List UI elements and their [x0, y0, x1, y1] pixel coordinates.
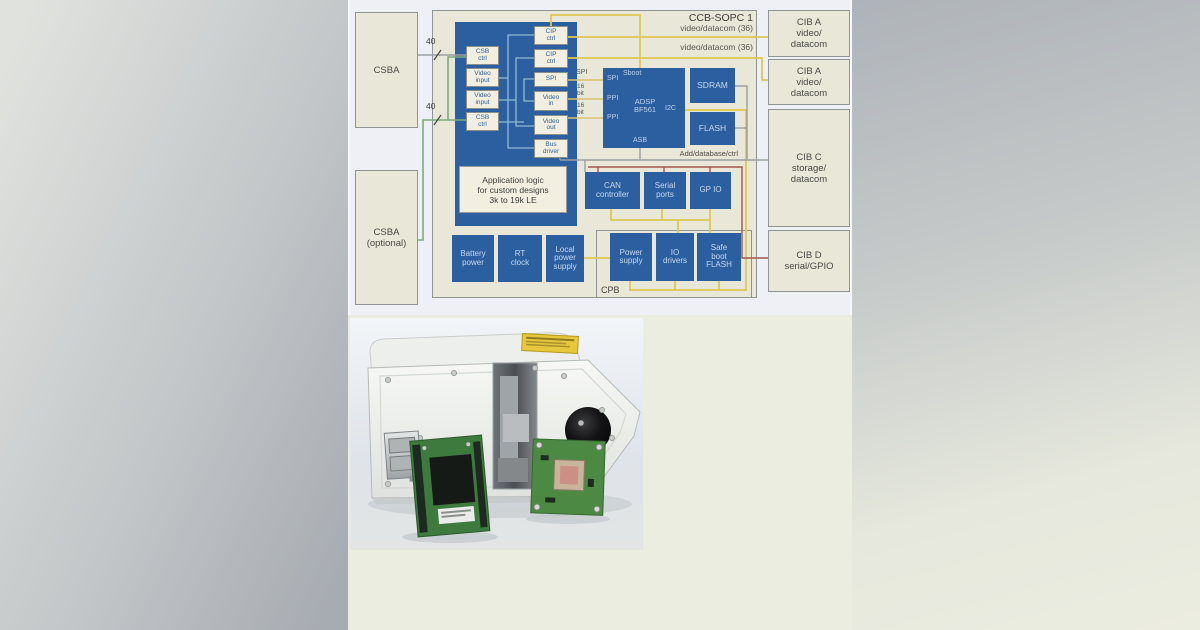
block-app-logic: Application logic for custom designs 3k … [459, 166, 567, 213]
block-flash-label: FLASH [698, 123, 727, 134]
port-video-input-1: Video input [466, 68, 499, 87]
addr-bus-label: Add/database/ctrl [679, 149, 738, 158]
right-gray-panel [852, 0, 1200, 630]
port-cip-ctrl-2: CIP ctrl [534, 49, 568, 68]
wire-video-yellow [550, 14, 768, 291]
video-bus-1-label: video/datacom (36) [680, 23, 753, 33]
block-safe-boot-flash: Safe boot FLASH [697, 233, 741, 281]
block-cib-d-label: CIB D serial/GPIO [784, 250, 834, 272]
port-label: CSB ctrl [475, 48, 490, 62]
block-cib-a1-label: CIB A video/ datacom [790, 17, 828, 50]
dsp-pin-ppi1: PPI [607, 95, 619, 102]
block-gpio-label: GP IO [699, 185, 722, 195]
pcb-right-shadow [526, 514, 610, 524]
block-adsp-bf561: SPI Sboot PPI PPI ADSP BF561 I2C ASB [603, 68, 685, 148]
block-csba-label: CSBA [373, 64, 400, 76]
product-photo [350, 318, 643, 550]
pin-16bit-a-label: 16 bit [577, 83, 585, 97]
block-cib-d: CIB D serial/GPIO [768, 230, 850, 292]
cpb-label: CPB [601, 285, 620, 295]
port-label: Video in [542, 93, 560, 107]
pin-spi-label: SPI [576, 69, 588, 76]
dsp-pin-sboot: Sboot [623, 70, 642, 77]
bus-width-bottom-label: 40 [426, 101, 436, 111]
dsp-pin-i2c: I2C [665, 105, 676, 112]
wires-layer [418, 14, 768, 291]
block-can-controller: CAN controller [585, 172, 640, 209]
port-cip-ctrl-1: CIP ctrl [534, 26, 568, 45]
dsp-pin-asb: ASB [633, 137, 648, 144]
port-label: CSB ctrl [475, 114, 490, 128]
bus-width-slashes [433, 49, 442, 126]
wire-internal-lightblue [499, 34, 534, 149]
block-localpower-label: Local power supply [553, 244, 577, 271]
block-diagram: CSBA CSBA (optional) CIB A video/ dataco… [348, 0, 852, 315]
port-label: Video input [474, 92, 491, 106]
port-video-in: Video in [534, 91, 568, 111]
wire-csb-green [418, 56, 466, 241]
video-bus-2-label: video/datacom (36) [680, 42, 753, 52]
block-serial-label: Serial ports [654, 181, 676, 199]
block-cib-a2: CIB A video/ datacom [768, 59, 850, 105]
block-local-power-supply: Local power supply [546, 235, 584, 282]
block-cib-a1: CIB A video/ datacom [768, 10, 850, 57]
block-iodrivers-label: IO drivers [662, 247, 687, 265]
block-cib-c: CIB C storage/ datacom [768, 109, 850, 227]
pin-16bit-b-label: 16 bit [577, 102, 585, 116]
block-cib-c-label: CIB C storage/ datacom [790, 151, 828, 185]
port-csb-ctrl-2: CSB ctrl [466, 112, 499, 131]
block-safeboot-label: Safe boot FLASH [706, 243, 732, 270]
dsp-name: ADSP BF561 [633, 97, 657, 114]
dsp-pin-ppi2: PPI [607, 114, 619, 121]
block-cib-a2-label: CIB A video/ datacom [790, 65, 828, 99]
port-label: SPI [545, 75, 557, 83]
pcb-left [409, 434, 491, 538]
camera-photo-art [350, 318, 643, 550]
port-label: CIP ctrl [545, 28, 557, 42]
block-csba-optional-label: CSBA (optional) [366, 226, 407, 249]
warning-label [521, 333, 579, 354]
port-label: Video out [542, 117, 560, 131]
block-rtclock-label: RT clock [510, 249, 530, 267]
block-serial-ports: Serial ports [644, 172, 686, 209]
block-io-drivers: IO drivers [656, 233, 694, 281]
diagram-title: CCB-SOPC 1 [688, 12, 753, 24]
block-sdram: SDRAM [690, 68, 735, 103]
internal-slot [492, 362, 538, 490]
block-rt-clock: RT clock [498, 235, 542, 282]
block-power-supply: Power supply [610, 233, 652, 281]
block-sdram-label: SDRAM [697, 80, 728, 91]
block-gp-io: GP IO [690, 172, 731, 209]
block-can-label: CAN controller [596, 181, 629, 199]
port-label: Bus driver [542, 141, 560, 155]
block-app-logic-label: Application logic for custom designs 3k … [477, 174, 549, 205]
block-battery-power: Battery power [452, 235, 494, 282]
block-csba-optional: CSBA (optional) [355, 170, 418, 305]
block-flash: FLASH [690, 112, 735, 145]
wire-serial-red [588, 166, 768, 259]
wire-ppi-tan [568, 79, 603, 119]
left-gray-panel [0, 0, 348, 630]
port-video-input-2: Video input [466, 90, 499, 109]
pcb-right [530, 438, 606, 516]
port-bus-driver: Bus driver [534, 139, 568, 158]
port-spi: SPI [534, 72, 568, 87]
port-csb-ctrl-1: CSB ctrl [466, 46, 499, 65]
dsp-pin-spi: SPI [607, 75, 619, 82]
port-video-out: Video out [534, 115, 568, 135]
bus-width-top-label: 40 [426, 36, 436, 46]
block-csba: CSBA [355, 12, 418, 128]
port-label: CIP ctrl [545, 51, 557, 65]
block-powersupply-label: Power supply [619, 247, 643, 265]
port-label: Video input [474, 70, 491, 84]
block-battery-label: Battery power [460, 249, 486, 267]
